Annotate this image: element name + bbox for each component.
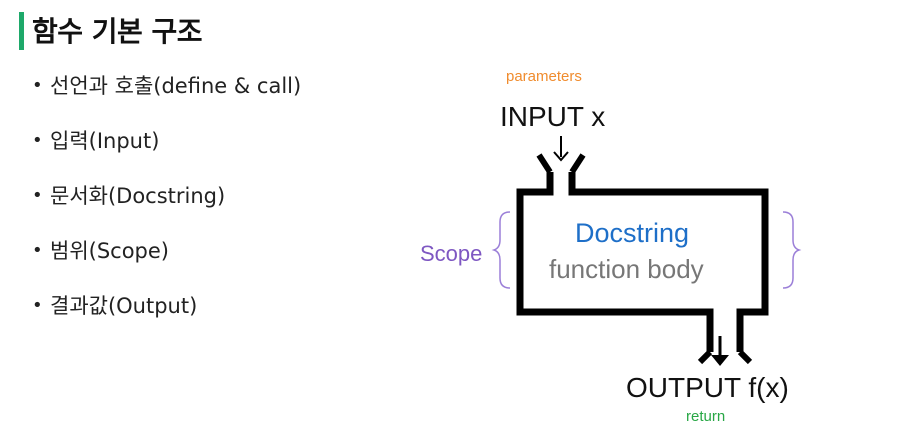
bullet-item: • 입력(Input) (30, 127, 301, 155)
parameters-label: parameters (506, 68, 582, 85)
bullet-dot-icon: • (32, 240, 43, 261)
title-accent-bar (19, 12, 24, 50)
docstring-label: Docstring (575, 218, 690, 248)
scope-right-brace-icon (782, 211, 802, 289)
bullet-text: 입력(Input) (50, 129, 160, 153)
bullet-dot-icon: • (32, 295, 43, 316)
output-funnel (697, 349, 753, 365)
page-title: 함수 기본 구조 (32, 15, 203, 48)
bullet-text: 선언과 호출(define & call) (50, 74, 302, 98)
bullet-item: • 선언과 호출(define & call) (30, 72, 301, 100)
bullet-text: 결과값(Output) (50, 294, 198, 318)
bullet-item: • 문서화(Docstring) (30, 182, 301, 210)
input-arrow-icon (553, 136, 569, 162)
bullet-dot-icon: • (32, 75, 43, 96)
return-label: return (686, 408, 726, 425)
bullet-item: • 결과값(Output) (30, 292, 301, 320)
function-body-outline (516, 172, 769, 352)
bullet-dot-icon: • (32, 130, 43, 151)
bullet-list: • 선언과 호출(define & call) • 입력(Input) • 문서화(D… (30, 72, 301, 347)
function-body-label: function body (549, 254, 704, 284)
bullet-text: 문서화(Docstring) (50, 184, 226, 208)
output-arrow-icon (711, 336, 729, 366)
bullet-dot-icon: • (32, 185, 43, 206)
input-label: INPUT x (500, 101, 606, 132)
scope-label: Scope (420, 241, 483, 266)
bullet-text: 범위(Scope) (50, 239, 169, 263)
output-label: OUTPUT f(x) (626, 372, 789, 403)
input-funnel (536, 153, 586, 174)
scope-left-brace-icon (491, 211, 511, 289)
bullet-item: • 범위(Scope) (30, 237, 301, 265)
